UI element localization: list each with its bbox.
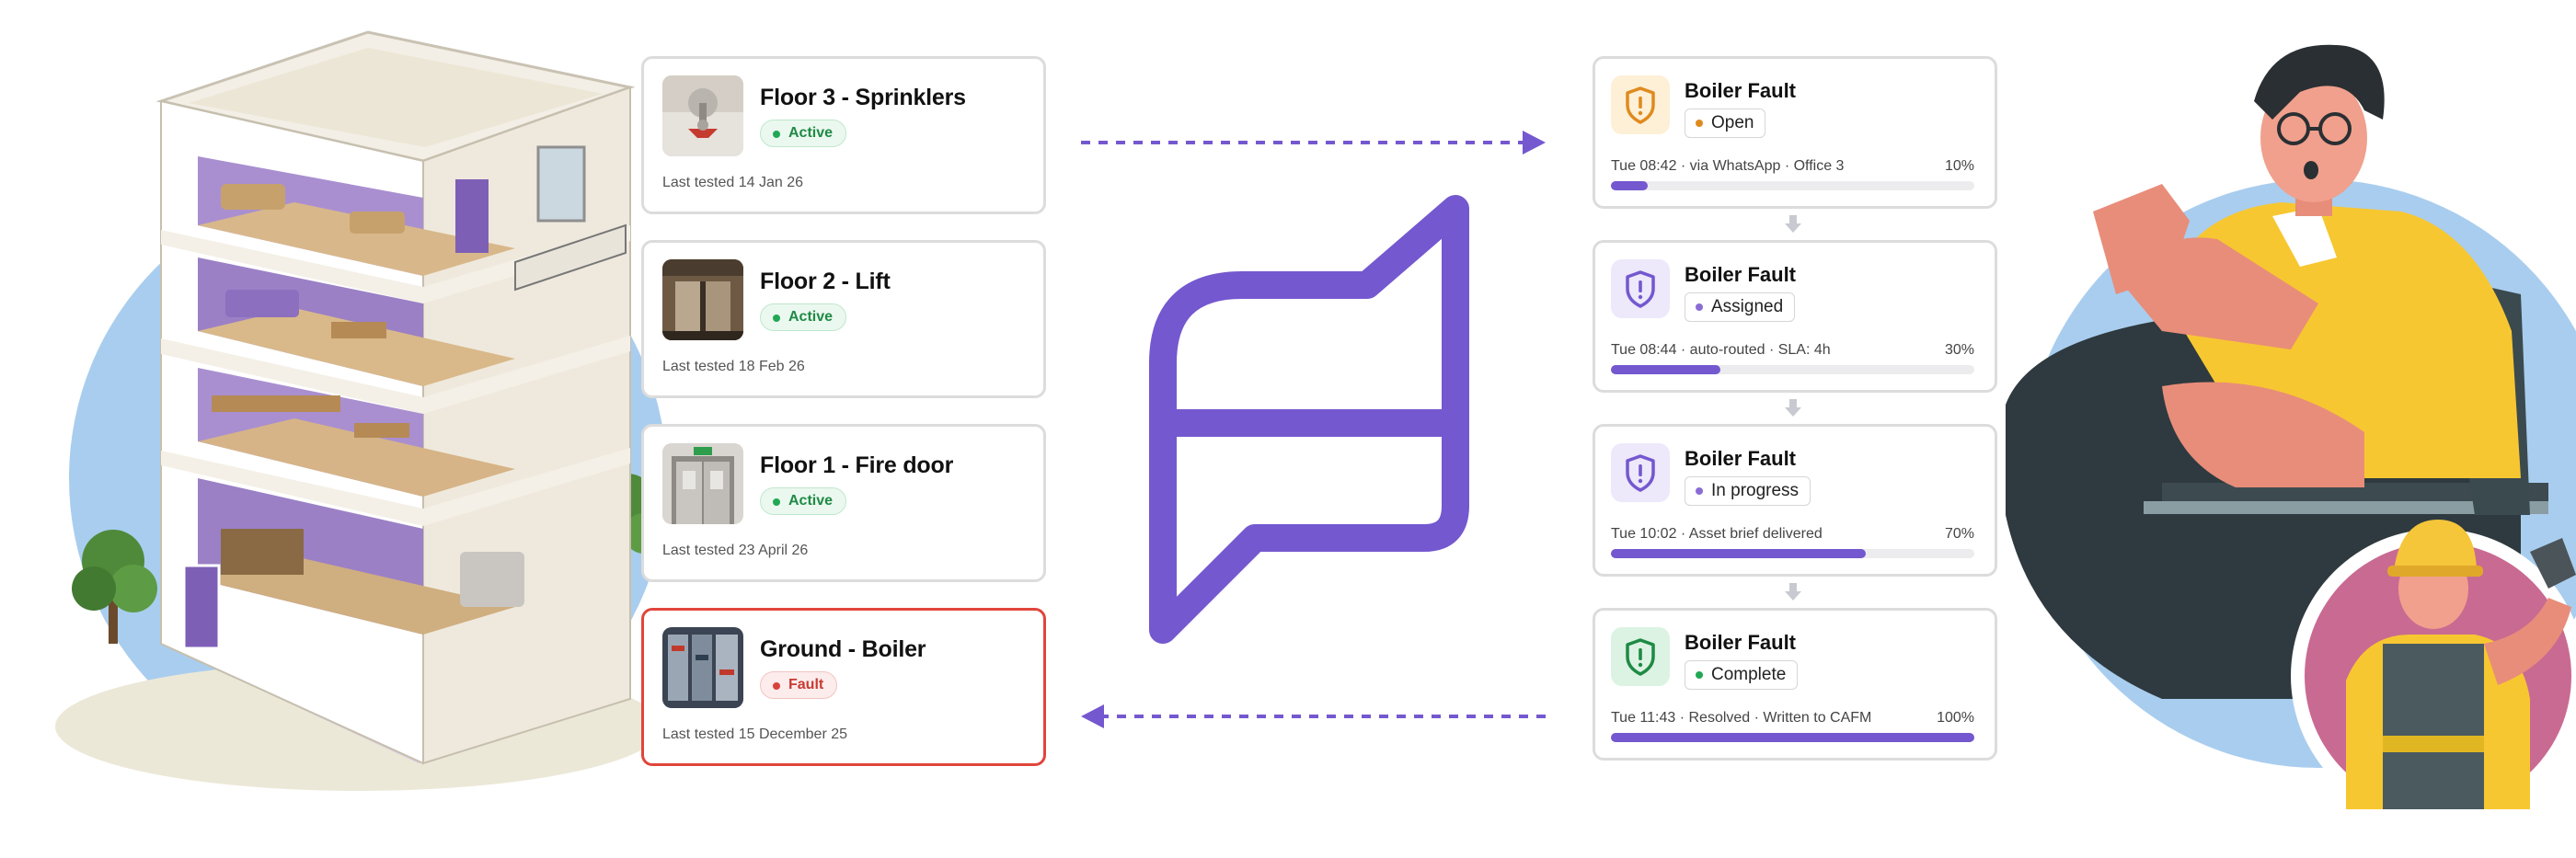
asset-title: Ground - Boiler [760, 636, 926, 662]
brand-logo-icon [1149, 195, 1469, 644]
asset-title: Floor 2 - Lift [760, 269, 891, 294]
progress-percent: 30% [1944, 342, 1974, 358]
progress-fill [1611, 733, 1974, 742]
progress-percent: 100% [1937, 710, 1974, 726]
status-badge: Active [760, 303, 847, 331]
progress-fill [1611, 549, 1866, 558]
building-cutaway-illustration [55, 30, 662, 791]
status-badge: Active [760, 487, 847, 515]
ticket-card-complete[interactable]: Boiler Fault Complete Tue 11:43 · Resolv… [1593, 608, 1997, 761]
shield-alert-icon [1611, 627, 1670, 686]
ticket-title: Boiler Fault [1685, 631, 1797, 654]
last-tested-text: Last tested 15 December 25 [662, 726, 848, 742]
asset-card-floor-3-sprinklers[interactable]: Floor 3 - Sprinklers Active Last tested … [641, 56, 1046, 214]
ticket-card-open[interactable]: Boiler Fault Open Tue 08:42 · via WhatsA… [1593, 56, 1997, 209]
shield-alert-icon [1611, 75, 1670, 134]
ticket-meta: Tue 08:44 · auto-routed · SLA: 4h [1611, 342, 1831, 358]
progress-bar [1611, 733, 1974, 742]
asset-title: Floor 1 - Fire door [760, 452, 954, 478]
technician-figure [2346, 520, 2576, 809]
ticket-meta: Tue 11:43 · Resolved · Written to CAFM [1611, 710, 1872, 726]
last-tested-text: Last tested 14 Jan 26 [662, 175, 803, 190]
ticket-status-badge: Assigned [1685, 292, 1796, 322]
progress-bar [1611, 549, 1974, 558]
shield-alert-icon [1611, 259, 1670, 318]
ticket-title: Boiler Fault [1685, 263, 1797, 286]
ticket-meta: Tue 10:02 · Asset brief delivered [1611, 526, 1823, 542]
arrow-left-head [1081, 704, 1104, 728]
last-tested-text: Last tested 18 Feb 26 [662, 359, 805, 374]
asset-card-ground-boiler[interactable]: Ground - Boiler Fault Last tested 15 Dec… [641, 608, 1046, 766]
asset-title: Floor 3 - Sprinklers [760, 85, 966, 110]
last-tested-text: Last tested 23 April 26 [662, 543, 809, 558]
progress-bar [1611, 181, 1974, 190]
ticket-status-badge: In progress [1685, 476, 1811, 506]
ticket-status-badge: Open [1685, 109, 1766, 138]
ticket-status-badge: Complete [1685, 660, 1799, 690]
status-badge: Fault [760, 671, 838, 699]
progress-percent: 10% [1944, 158, 1974, 174]
status-badge: Active [760, 120, 847, 147]
tree-left [72, 530, 157, 644]
boiler-photo-icon [662, 627, 743, 708]
progress-percent: 70% [1944, 526, 1974, 542]
facility-manager-illustration [2006, 44, 2576, 823]
arrow-right-head [1523, 131, 1546, 154]
fire-door-photo-icon [662, 443, 743, 524]
shield-alert-icon [1611, 443, 1670, 502]
ticket-card-assigned[interactable]: Boiler Fault Assigned Tue 08:44 · auto-r… [1593, 240, 1997, 393]
asset-card-floor-2-lift[interactable]: Floor 2 - Lift Active Last tested 18 Feb… [641, 240, 1046, 398]
ticket-meta: Tue 08:42 · via WhatsApp · Office 3 [1611, 158, 1845, 174]
asset-card-floor-1-fire-door[interactable]: Floor 1 - Fire door Active Last tested 2… [641, 424, 1046, 582]
ticket-card-in-progress[interactable]: Boiler Fault In progress Tue 10:02 · Ass… [1593, 424, 1997, 577]
ticket-title: Boiler Fault [1685, 447, 1797, 470]
sprinkler-photo-icon [662, 75, 743, 156]
progress-fill [1611, 181, 1648, 190]
lift-photo-icon [662, 259, 743, 340]
progress-fill [1611, 365, 1720, 374]
progress-bar [1611, 365, 1974, 374]
ticket-title: Boiler Fault [1685, 79, 1797, 102]
